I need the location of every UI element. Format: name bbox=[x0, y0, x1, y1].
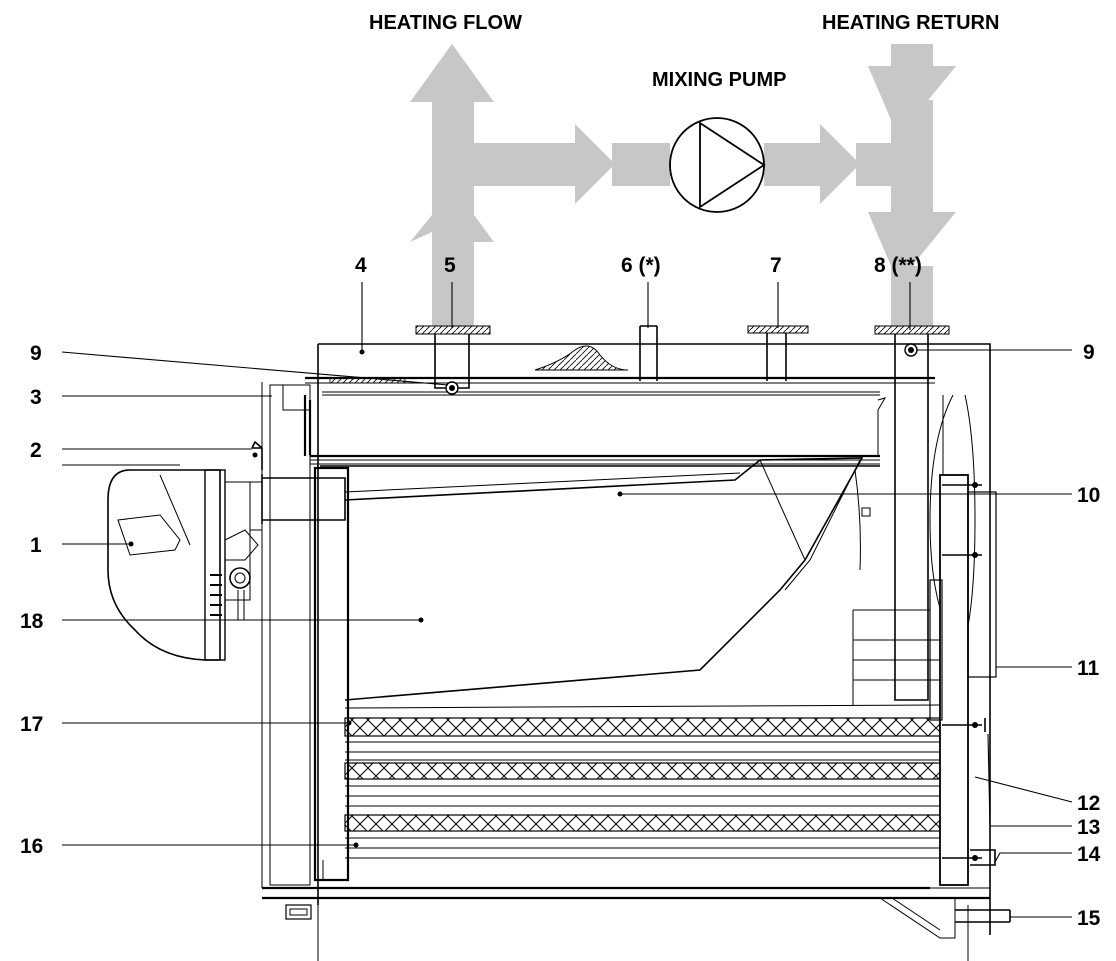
callout-9-right: 9 bbox=[1083, 341, 1095, 364]
callout-7: 7 bbox=[770, 254, 782, 277]
callout-9-left: 9 bbox=[30, 342, 42, 365]
tube-bundle-middle bbox=[344, 762, 941, 780]
callout-17: 17 bbox=[20, 713, 43, 736]
nozzle-return bbox=[874, 325, 950, 701]
tube-bundle-upper bbox=[344, 717, 941, 737]
callout-2: 2 bbox=[30, 439, 42, 462]
nozzle-7 bbox=[747, 325, 809, 381]
heating-return-pipe bbox=[868, 44, 956, 326]
boiler-body bbox=[261, 325, 1011, 961]
callout-15: 15 bbox=[1077, 907, 1101, 930]
tube-bundle-lower bbox=[344, 814, 941, 832]
smoke-box bbox=[929, 474, 997, 886]
callout-4: 4 bbox=[355, 254, 367, 277]
callout-10: 10 bbox=[1077, 484, 1100, 507]
callout-18: 18 bbox=[20, 610, 44, 633]
callout-5: 5 bbox=[444, 254, 456, 277]
heading-heating-return: HEATING RETURN bbox=[822, 12, 999, 34]
callout-1: 1 bbox=[30, 534, 42, 557]
pipe-schematic bbox=[410, 44, 956, 326]
nozzle-6 bbox=[639, 325, 658, 381]
callout-8: 8 (**) bbox=[874, 254, 922, 277]
heating-flow-pipe bbox=[410, 44, 494, 326]
heading-mixing-pump: MIXING PUMP bbox=[652, 69, 786, 91]
mixing-pump-icon bbox=[669, 117, 766, 213]
callout-11: 11 bbox=[1077, 657, 1100, 680]
callout-6: 6 (*) bbox=[621, 254, 661, 277]
mixing-line-pipe bbox=[474, 124, 891, 204]
callout-13: 13 bbox=[1077, 816, 1100, 839]
callout-14: 14 bbox=[1077, 843, 1101, 866]
callout-numbers: 1 2 3 4 5 6 (*) 7 8 (**) 9 9 10 11 12 13… bbox=[20, 254, 1101, 930]
callout-16: 16 bbox=[20, 835, 43, 858]
callout-3: 3 bbox=[30, 386, 42, 409]
callout-12: 12 bbox=[1077, 792, 1100, 815]
heading-heating-flow: HEATING FLOW bbox=[369, 12, 522, 34]
headings: HEATING FLOW HEATING RETURN MIXING PUMP bbox=[369, 12, 999, 91]
burner-unit bbox=[107, 440, 263, 661]
callout-leaders bbox=[61, 282, 1073, 918]
